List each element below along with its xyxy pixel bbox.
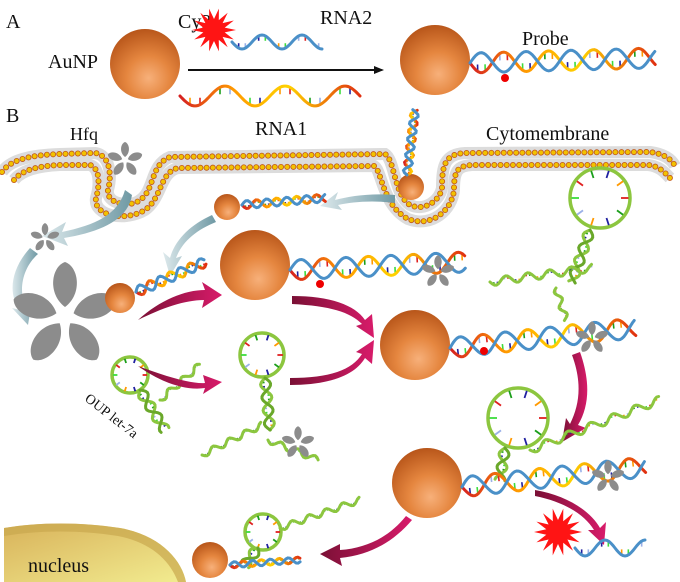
- magenta-arrow-5: [562, 352, 588, 442]
- blue-arrow-endocytosis: [320, 192, 395, 210]
- rna2-label: RNA2: [320, 7, 372, 29]
- let7a-final-hairpin: [228, 495, 361, 570]
- reaction-arrow: [188, 66, 384, 74]
- panel-a-label: A: [6, 11, 21, 33]
- aunp-endocytosed: [398, 174, 424, 200]
- magenta-arrow-2: [138, 366, 222, 394]
- magenta-arrow-4: [290, 340, 374, 385]
- probe-strand-small: [240, 193, 327, 211]
- aunp-displacement: [392, 448, 462, 518]
- aunp-probe-hfq: [220, 230, 290, 300]
- cy3-released-icon: [534, 508, 582, 556]
- magenta-arrow-1: [138, 282, 222, 320]
- hfq-protein-internal: [29, 223, 61, 252]
- rna1-strand: [178, 84, 362, 108]
- aunp-final: [192, 542, 228, 578]
- oup-let7a-label: OUP let-7a: [82, 391, 141, 442]
- rna2-strand: [230, 33, 324, 51]
- probe-duplex: [468, 46, 657, 75]
- nucleus: [4, 523, 186, 582]
- cytomembrane-label: Cytomembrane: [486, 123, 609, 145]
- blue-arrow-hfq-internalize: [42, 190, 132, 246]
- probe-label: Probe: [522, 28, 569, 50]
- rna2-released: [573, 538, 647, 558]
- nucleus-label: nucleus: [28, 555, 89, 577]
- probe-entering: [401, 108, 420, 177]
- hfq-bound-2: [280, 426, 316, 459]
- magenta-arrow-3: [292, 296, 374, 338]
- aunp-complex-center: [380, 310, 450, 380]
- let7a-hairpin-hfq: [200, 331, 320, 462]
- let7a-hairpin-top-right: [488, 166, 632, 322]
- aunp-particle-probe: [400, 25, 470, 95]
- quencher-dot-3: [480, 347, 488, 355]
- magenta-arrow-7: [320, 516, 412, 566]
- hfq-hexamer-large: [9, 262, 121, 367]
- aunp-small-released: [214, 194, 240, 220]
- panel-b-label: B: [6, 105, 19, 127]
- quencher-dot: [501, 74, 509, 82]
- probe-strand-medium: [134, 257, 208, 297]
- rna1-label: RNA1: [255, 118, 307, 140]
- probe-duplex-complex: [448, 318, 638, 359]
- aunp-label: AuNP: [48, 51, 98, 73]
- cy3-dye-icon: [192, 8, 236, 52]
- aunp-medium: [105, 283, 135, 313]
- quencher-dot-2: [316, 280, 324, 288]
- blue-arrow-probe-release: [163, 215, 216, 276]
- magenta-arrow-6: [535, 490, 606, 545]
- probe-duplex-hfq: [288, 250, 467, 281]
- hfq-label: Hfq: [70, 124, 98, 144]
- let7a-hairpin-bottom-right: [486, 386, 661, 483]
- aunp-particle-a: [110, 29, 180, 99]
